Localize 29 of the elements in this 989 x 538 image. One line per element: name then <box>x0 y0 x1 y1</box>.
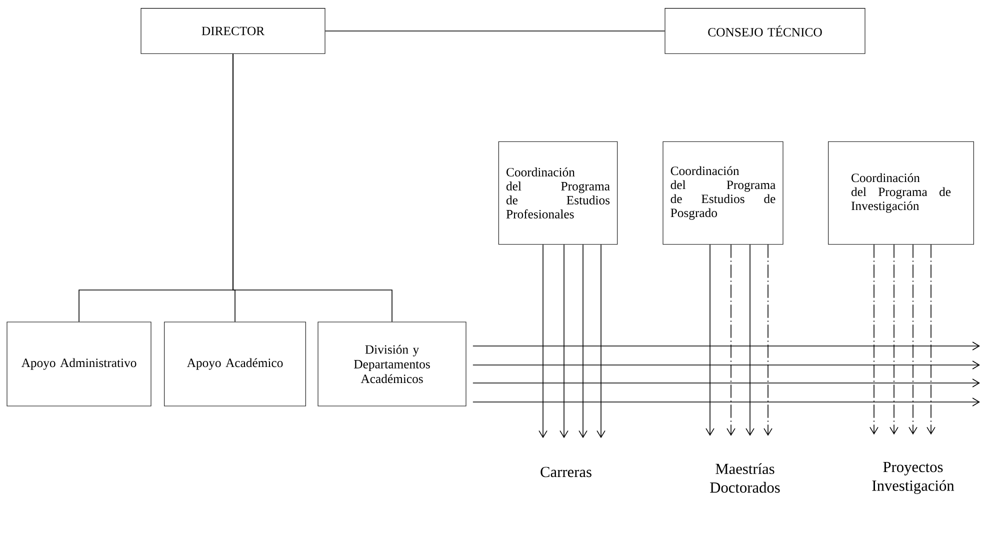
arrow <box>596 244 606 438</box>
arrow <box>726 244 736 436</box>
org-box: Apoyo Administrativo <box>6 322 152 406</box>
program-box: Coordinación del Programa de Investigación <box>828 141 974 245</box>
arrow <box>560 244 568 438</box>
outcome-label: Maestrías Doctorados <box>710 463 780 493</box>
arrow <box>870 244 878 435</box>
program-box: Coordinación del Programa de Estudios Profesionales <box>498 141 618 245</box>
arrow <box>926 244 936 435</box>
org-box: Apoyo Académico <box>164 322 306 406</box>
arrow <box>472 360 980 370</box>
program-box: Coordinación del Programa de Estudios de Posgrado <box>662 141 784 245</box>
arrow <box>746 244 754 436</box>
outcome-label: Carreras <box>540 466 592 478</box>
connector-line <box>232 54 392 322</box>
arrow <box>578 244 588 438</box>
arrow <box>890 244 898 435</box>
arrow <box>538 244 548 438</box>
arrow <box>908 244 918 435</box>
arrow <box>472 342 980 350</box>
org-box: DIRECTOR <box>140 8 326 54</box>
arrow <box>472 378 980 388</box>
arrow <box>472 398 980 406</box>
org-box: División y Departamentos Académicos <box>318 322 466 406</box>
arrow <box>764 244 772 436</box>
connector-line <box>324 30 666 32</box>
arrow <box>706 244 714 436</box>
outcome-label: Proyectos Investigación <box>872 462 954 494</box>
org-box: CONSEJO TÉCNICO <box>664 8 866 54</box>
